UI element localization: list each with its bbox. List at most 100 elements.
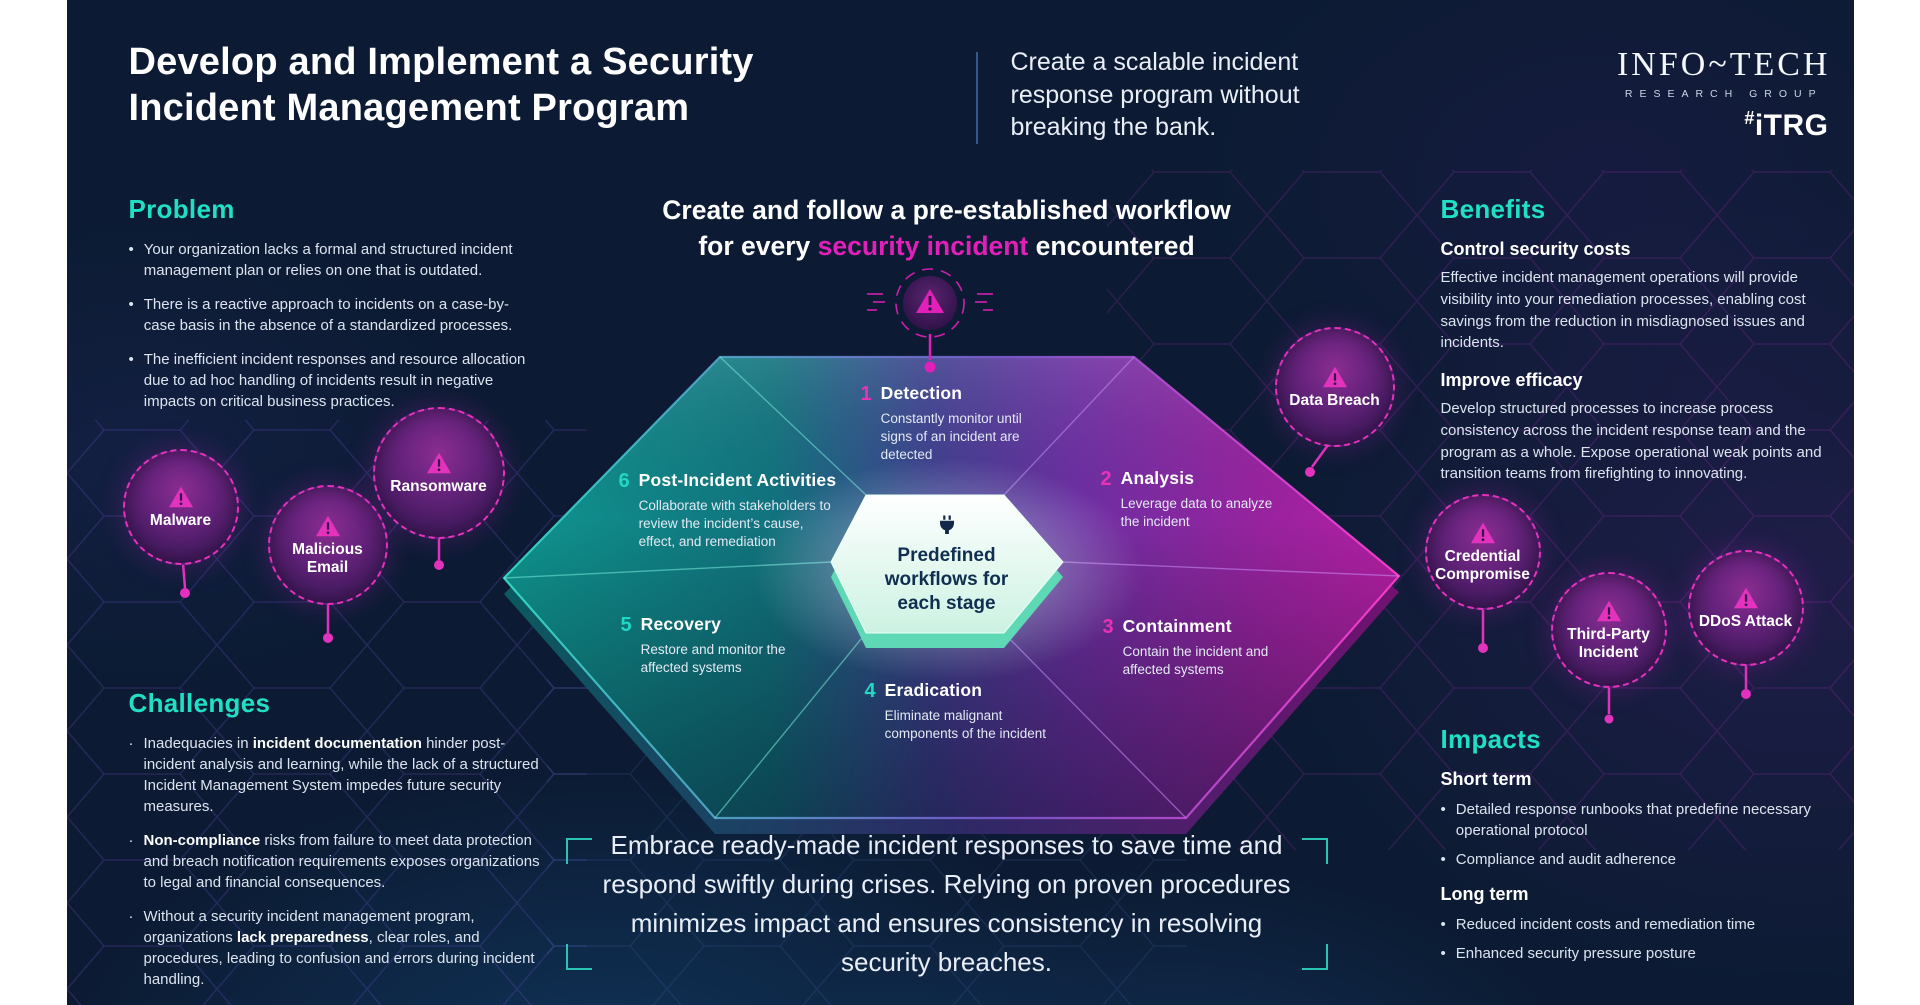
stage-text: Recovery Restore and monitor the affecte… [641, 614, 801, 677]
bullet-marker: • [1440, 851, 1446, 868]
benefit-item: Control security costs Effective inciden… [1441, 239, 1846, 354]
impacts-group-title: Short term [1440, 769, 1532, 789]
workflow-heading-line2: for every security incident encountered [698, 230, 1195, 261]
threat-label: Third-Party Incident [1567, 626, 1650, 661]
list-item: • Compliance and audit adherence [1441, 849, 1846, 870]
warning-icon [315, 515, 340, 537]
itrg-logo: #iTRG [1617, 108, 1831, 143]
stage-number: 6 [618, 470, 630, 492]
warning-icon [1470, 522, 1495, 544]
bullet-marker: • [1440, 945, 1446, 962]
center-hexagon-text: Predefined workflows for each stage [884, 545, 1009, 614]
stage-text: Post-Incident Activities Collaborate wit… [639, 470, 844, 550]
bracket-corner [1301, 944, 1328, 970]
stage-number: 4 [864, 680, 876, 702]
challenges-list: · Inadequacies in incident documentation… [129, 733, 554, 990]
threat-label: Malicious Email [292, 541, 363, 576]
impact-bullet: Enhanced security pressure posture [1455, 945, 1696, 962]
warning-icon [426, 452, 451, 474]
stage-title: Recovery [640, 614, 722, 634]
page-title-line2: Incident Management Program [128, 86, 690, 129]
challenges-heading: Challenges [128, 688, 271, 718]
stage-number: 3 [1102, 616, 1114, 638]
impact-bullet: Compliance and audit adherence [1455, 851, 1676, 868]
problem-bullet: There is a reactive approach to incident… [143, 296, 513, 334]
highlight-security-incident: security incident [817, 230, 1029, 261]
threat-label: Data Breach [1289, 391, 1380, 409]
challenges-section: Challenges · Inadequacies in incident do… [129, 688, 554, 1003]
impacts-list: • Reduced incident costs and remediation … [1441, 914, 1846, 964]
threat-badge-third-party-incident: Third-Party Incident [1550, 572, 1667, 688]
benefits-heading: Benefits [1440, 194, 1546, 224]
stage-title: Containment [1122, 616, 1232, 636]
benefits-section: Benefits Control security costs Effectiv… [1441, 194, 1846, 501]
bullet-marker: • [1440, 916, 1446, 933]
list-item: •Your organization lacks a formal and st… [129, 239, 539, 281]
bullet-marker: · [128, 832, 134, 849]
threat-badge-malware: Malware [122, 449, 239, 565]
stage-desc: Eliminate malignant components of the in… [884, 708, 1046, 741]
stage-eradication: 4 Eradication Eliminate malignant compon… [865, 680, 1069, 743]
stage-title: Detection [880, 383, 963, 403]
stage-desc: Constantly monitor until signs of an inc… [880, 411, 1022, 462]
problem-bullet: Your organization lacks a formal and str… [143, 241, 513, 279]
threat-label: DDoS Attack [1698, 612, 1793, 630]
benefit-title: Improve efficacy [1440, 370, 1583, 390]
stage-text: Detection Constantly monitor until signs… [881, 383, 1051, 463]
challenges-bullet: Without a security incident management p… [143, 908, 535, 988]
stage-desc: Contain the incident and affected system… [1122, 644, 1269, 677]
bracket-corner [565, 838, 592, 864]
bracket-corner [1301, 838, 1328, 864]
problem-section: Problem •Your organization lacks a forma… [129, 194, 539, 425]
impacts-heading: Impacts [1440, 724, 1541, 754]
header-divider [975, 52, 978, 144]
center-hexagon-label: Predefined workflows for each stage [831, 496, 1063, 634]
threat-badge-ddos-attack: DDoS Attack [1687, 550, 1804, 666]
plug-icon [939, 515, 954, 535]
page-title-line1: Develop and Implement a Security [128, 41, 754, 83]
bullet-marker: • [1440, 801, 1446, 818]
list-item: · Non-compliance risks from failure to m… [129, 830, 554, 893]
threat-label: Ransomware [390, 477, 487, 495]
challenges-bullet: Inadequacies in incident documentation h… [143, 735, 539, 815]
stage-title: Eradication [884, 680, 983, 700]
problem-heading: Problem [128, 194, 235, 224]
stage-analysis: 2 Analysis Leverage data to analyze the … [1101, 468, 1279, 531]
workflow-heading-line1: Create and follow a pre-established work… [662, 195, 1231, 225]
itrg-text: iTRG [1754, 109, 1829, 142]
impacts-group-long-term: Long term • Reduced incident costs and re… [1441, 884, 1846, 964]
impacts-section: Impacts Short term •Detailed response ru… [1441, 724, 1846, 978]
list-item: • Enhanced security pressure posture [1441, 943, 1846, 964]
threat-label: Malware [149, 511, 212, 529]
threat-badge-ransomware: Ransomware [372, 407, 505, 539]
impacts-group-title: Long term [1440, 884, 1529, 904]
list-item: • Reduced incident costs and remediation … [1441, 914, 1846, 935]
logo-subtext: RESEARCH GROUP [1624, 88, 1823, 100]
page-subtitle: Create a scalable incident response prog… [1010, 48, 1300, 141]
stage-containment: 3 Containment Contain the incident and a… [1103, 616, 1283, 679]
warning-icon [1733, 587, 1758, 609]
stage-text: Containment Contain the incident and aff… [1123, 616, 1283, 679]
challenges-bullet: Non-compliance risks from failure to mee… [143, 832, 540, 891]
quote-text: Embrace ready-made incident responses to… [602, 830, 1291, 977]
list-item: •Detailed response runbooks that predefi… [1441, 799, 1846, 841]
bullet-marker: · [128, 735, 134, 752]
impact-bullet: Reduced incident costs and remediation t… [1455, 916, 1756, 933]
infographic-canvas: Develop and Implement a Security Inciden… [66, 0, 1854, 1005]
stage-title: Analysis [1120, 468, 1195, 488]
threat-badge-malicious-email: Malicious Email [267, 485, 388, 605]
bullet-marker: • [128, 351, 134, 368]
stage-number: 2 [1100, 468, 1112, 490]
list-item: · Without a security incident management… [129, 906, 554, 990]
stage-title: Post-Incident Activities [638, 470, 837, 490]
threat-badge-data-breach: Data Breach [1274, 327, 1395, 447]
stage-number: 5 [620, 614, 632, 636]
list-item: · Inadequacies in incident documentation… [129, 733, 554, 817]
benefit-body: Develop structured processes to increase… [1440, 400, 1822, 483]
warning-icon [1596, 600, 1621, 622]
alert-triangle-icon [866, 268, 993, 373]
page-title: Develop and Implement a Security Inciden… [129, 40, 829, 131]
benefit-item: Improve efficacy Develop structured proc… [1441, 370, 1846, 485]
quote-callout: Embrace ready-made incident responses to… [565, 830, 1328, 977]
list-item: •There is a reactive approach to inciden… [129, 294, 539, 336]
